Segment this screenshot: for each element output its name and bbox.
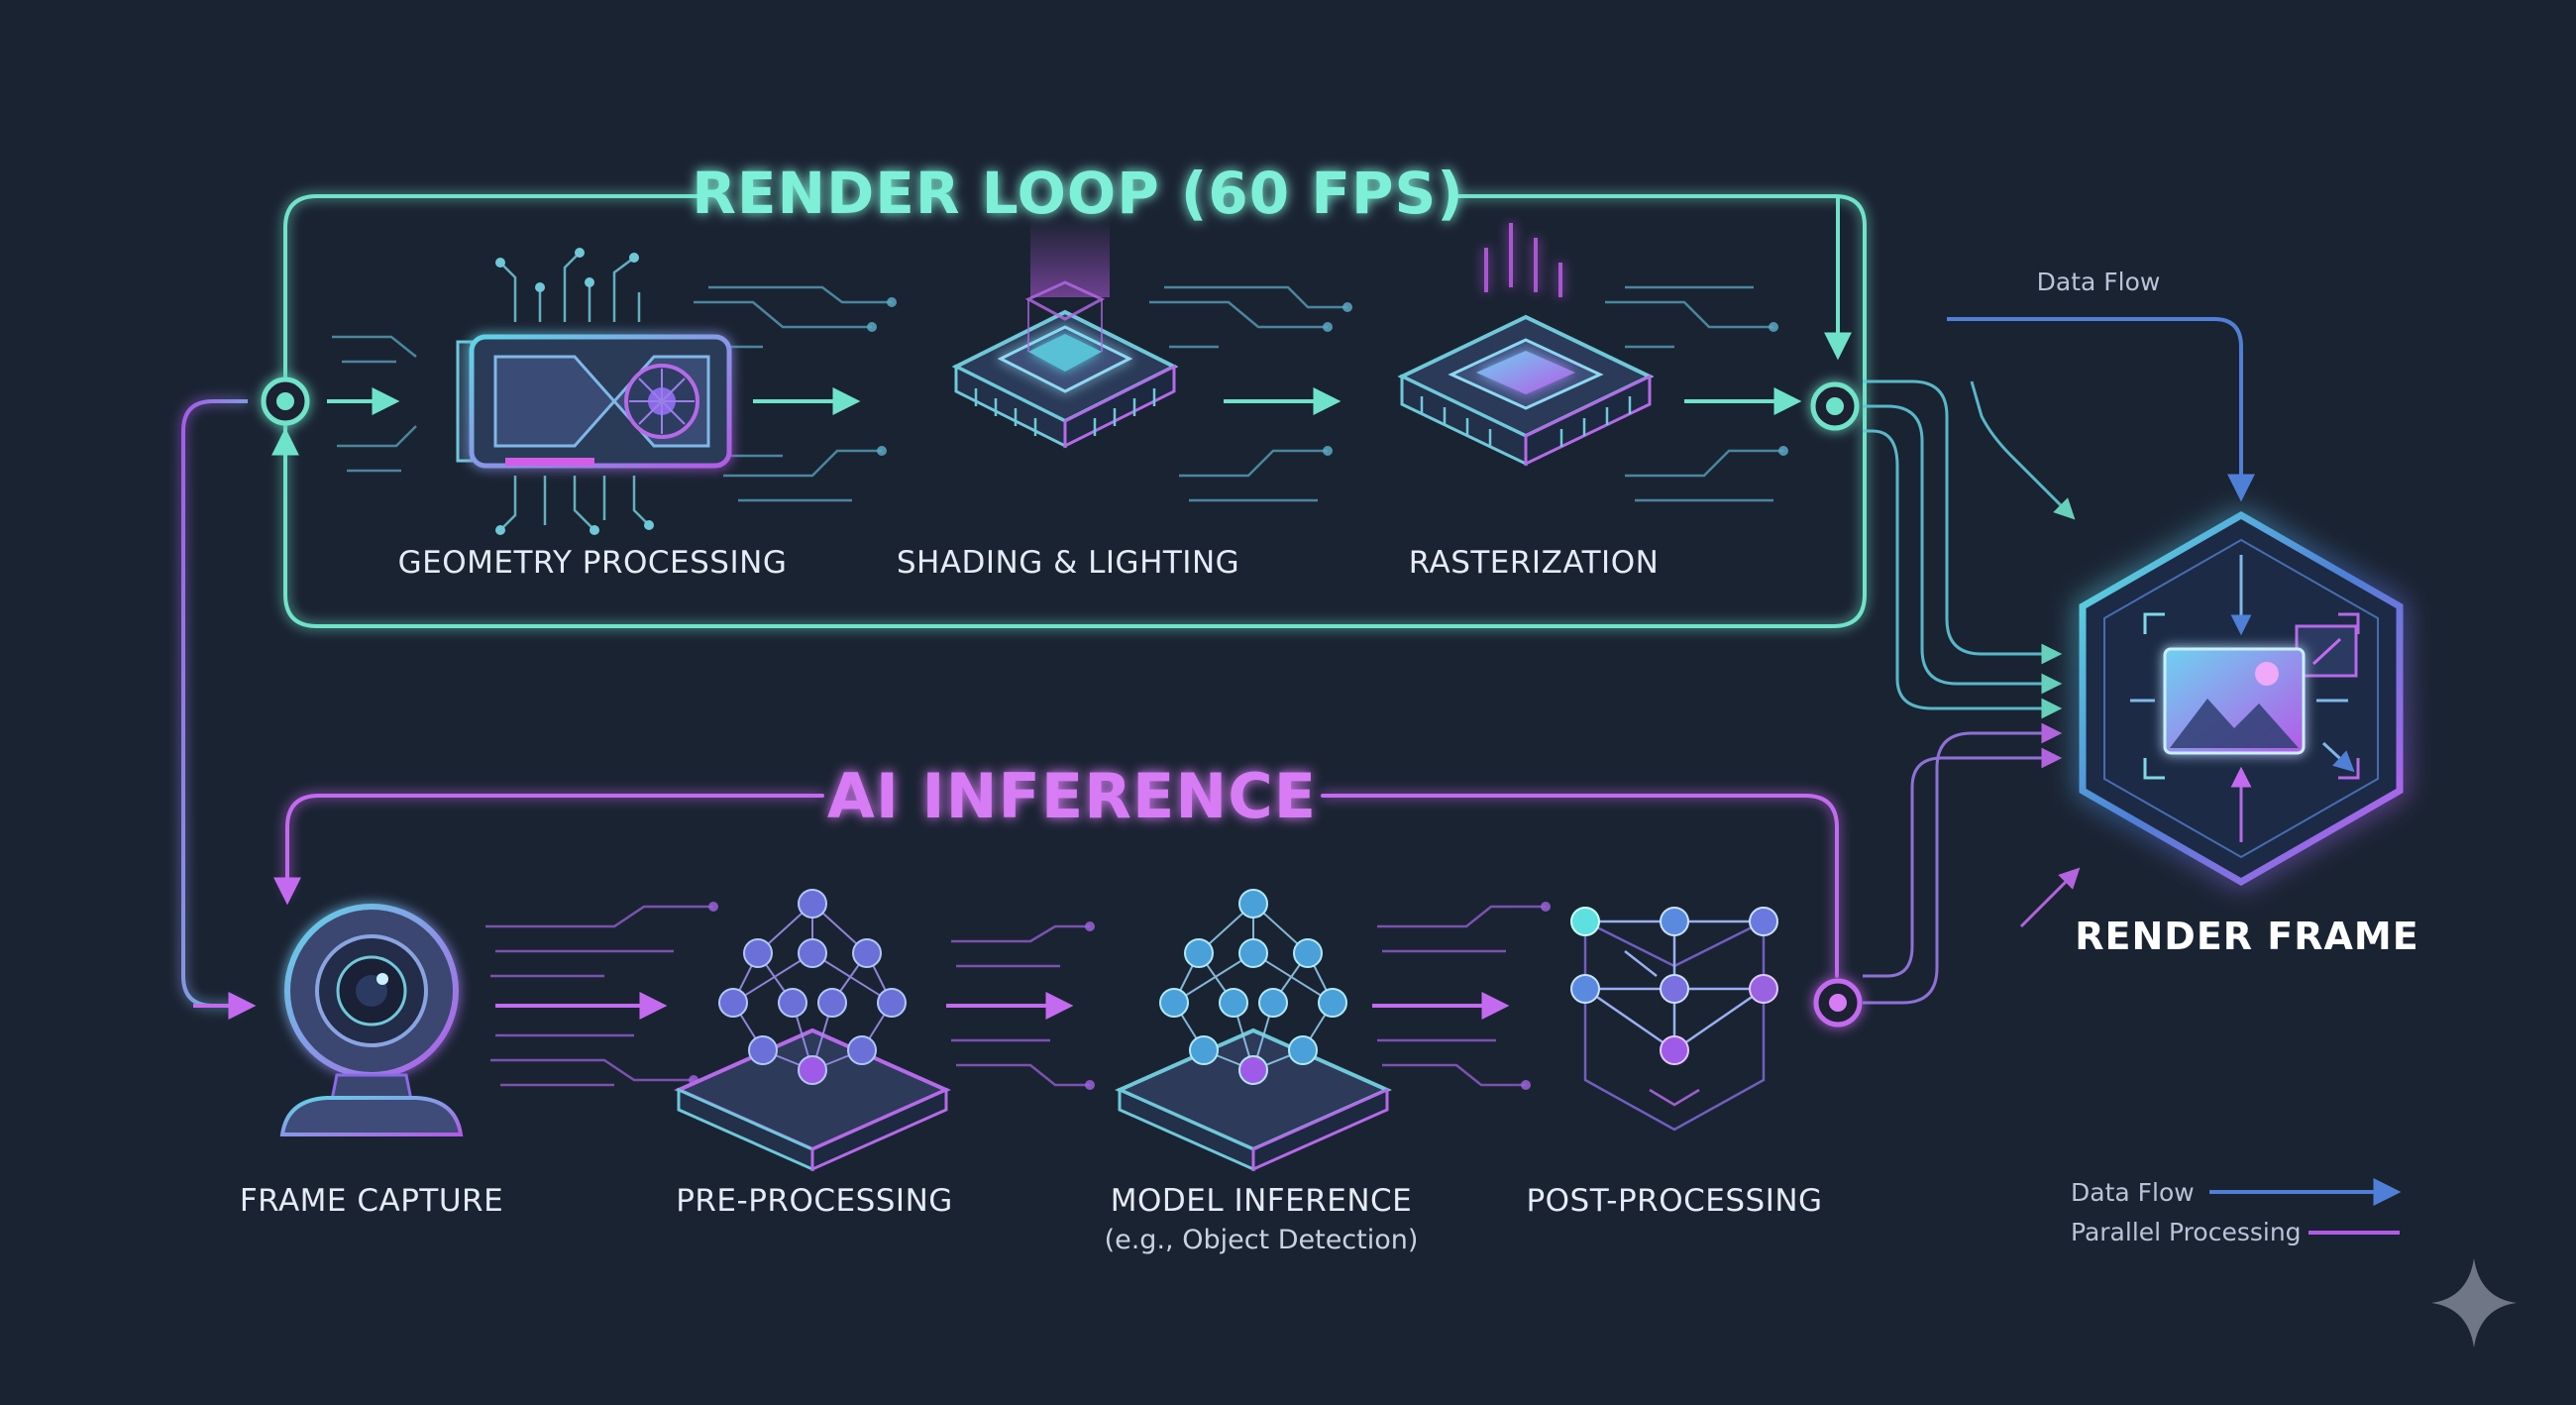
- legend-label-data-flow: Data Flow: [2071, 1178, 2195, 1207]
- stage-label-post-processing: POST-PROCESSING: [1526, 1183, 1822, 1219]
- data-flow-label: Data Flow: [2037, 268, 2161, 296]
- image-frame-icon: [2079, 510, 2404, 887]
- render-circuit-traces: [332, 285, 1783, 502]
- stage-label-geometry: GEOMETRY PROCESSING: [398, 545, 788, 581]
- data-flow-top-line: [1947, 317, 2255, 502]
- legend-label-parallel-processing: Parallel Processing: [2071, 1218, 2302, 1246]
- inference-output-bundle: [1863, 722, 2081, 1005]
- neural-net-icon: [1115, 889, 1392, 1172]
- legend: Data Flow Parallel Processing: [2071, 1178, 2402, 1246]
- sparkle-icon: [2431, 1258, 2517, 1348]
- render-loop-title: RENDER LOOP (60 FPS): [692, 160, 1463, 227]
- stage-label-rasterization: RASTERIZATION: [1409, 545, 1660, 581]
- webcam-icon: [279, 904, 464, 1136]
- render-output-bundle: [1863, 379, 2076, 719]
- gpu-card-icon: [456, 248, 732, 535]
- stage-label-frame-capture: FRAME CAPTURE: [240, 1183, 503, 1219]
- feedback-path: [181, 399, 248, 1008]
- neural-net-icon: [674, 889, 951, 1172]
- stage-label-model-inference: MODEL INFERENCE: [1111, 1183, 1413, 1219]
- stage-sublabel-model-inference: (e.g., Object Detection): [1105, 1225, 1419, 1255]
- ai-inference-output-node: [1813, 978, 1863, 1027]
- render-loop-output-node: [1810, 381, 1860, 431]
- output-label: RENDER FRAME: [2075, 915, 2418, 958]
- ai-inference-title: AI INFERENCE: [827, 760, 1317, 832]
- shader-chip-icon: [951, 218, 1179, 449]
- render-circuit-pads: [867, 297, 1788, 456]
- stage-label-shading: SHADING & LIGHTING: [897, 545, 1239, 581]
- render-loop-input-node: [261, 377, 310, 426]
- graph-cube-icon: [1570, 907, 1778, 1132]
- stage-label-pre-processing: PRE-PROCESSING: [676, 1183, 953, 1219]
- render-loop-frame: [283, 194, 1867, 628]
- ai-inference-frame: [285, 794, 1839, 978]
- inference-circuit-traces: [485, 905, 1546, 1087]
- raster-chip-icon: [1397, 223, 1655, 467]
